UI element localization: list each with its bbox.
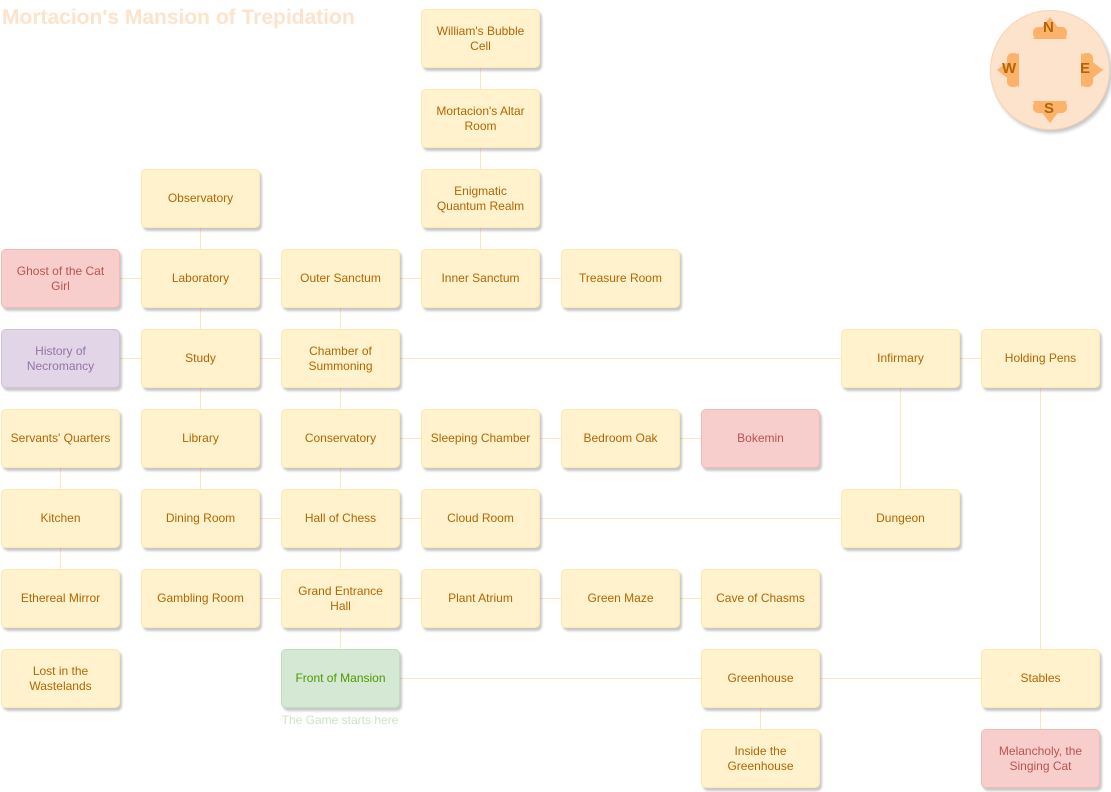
room-label: Greenhouse bbox=[727, 671, 794, 685]
room-label: Cloud Room bbox=[447, 511, 514, 525]
room-cloud-room[interactable]: Cloud Room bbox=[421, 489, 540, 548]
room-label: Treasure Room bbox=[579, 271, 662, 285]
room-outer-sanctum[interactable]: Outer Sanctum bbox=[281, 249, 400, 308]
room-quantum-realm[interactable]: Enigmatic Quantum Realm bbox=[421, 169, 540, 228]
room-label: Enigmatic Quantum Realm bbox=[436, 183, 525, 213]
room-kitchen[interactable]: Kitchen bbox=[1, 489, 120, 548]
compass-south-label: S bbox=[1044, 100, 1055, 117]
room-label: Front of Mansion bbox=[295, 671, 386, 685]
room-observatory[interactable]: Observatory bbox=[141, 169, 260, 228]
room-label: Holding Pens bbox=[1004, 351, 1077, 365]
room-label: Plant Atrium bbox=[448, 591, 513, 605]
room-label: Inner Sanctum bbox=[441, 271, 520, 285]
room-label: Dungeon bbox=[876, 511, 925, 525]
room-label: Infirmary bbox=[877, 351, 924, 365]
room-altar-room[interactable]: Mortacion's Altar Room bbox=[421, 89, 540, 148]
room-laboratory[interactable]: Laboratory bbox=[141, 249, 260, 308]
room-history-necromancy[interactable]: History of Necromancy bbox=[1, 329, 120, 388]
room-hall-chess[interactable]: Hall of Chess bbox=[281, 489, 400, 548]
room-label: Chamber of Summoning bbox=[308, 343, 373, 373]
room-label: Conservatory bbox=[304, 431, 377, 445]
compass-rose: N S E W bbox=[990, 10, 1110, 130]
room-label: Library bbox=[182, 431, 219, 445]
room-infirmary[interactable]: Infirmary bbox=[841, 329, 960, 388]
room-label: Servants' Quarters bbox=[10, 431, 111, 445]
room-label: Sleeping Chamber bbox=[430, 431, 531, 445]
room-label: History of Necromancy bbox=[26, 343, 95, 373]
room-label: William's Bubble Cell bbox=[436, 23, 525, 53]
room-chamber-summoning[interactable]: Chamber of Summoning bbox=[281, 329, 400, 388]
compass-arrows-icon bbox=[997, 17, 1103, 123]
room-label: Ghost of the Cat Girl bbox=[16, 263, 105, 293]
room-servants-quarters[interactable]: Servants' Quarters bbox=[1, 409, 120, 468]
room-holding-pens[interactable]: Holding Pens bbox=[981, 329, 1100, 388]
room-label: Cave of Chasms bbox=[716, 591, 805, 605]
room-plant-atrium[interactable]: Plant Atrium bbox=[421, 569, 540, 628]
room-inner-sanctum[interactable]: Inner Sanctum bbox=[421, 249, 540, 308]
room-label: Bokemin bbox=[737, 431, 784, 445]
room-label: Mortacion's Altar Room bbox=[436, 103, 525, 133]
room-label: Melancholy, the Singing Cat bbox=[998, 743, 1083, 773]
room-study[interactable]: Study bbox=[141, 329, 260, 388]
room-greenhouse[interactable]: Greenhouse bbox=[701, 649, 820, 708]
room-stables[interactable]: Stables bbox=[981, 649, 1100, 708]
room-label: Gambling Room bbox=[157, 591, 244, 605]
room-label: Observatory bbox=[167, 191, 234, 205]
room-conservatory[interactable]: Conservatory bbox=[281, 409, 400, 468]
room-inside-greenhouse[interactable]: Inside the Greenhouse bbox=[701, 729, 820, 788]
room-label: Lost in the Wastelands bbox=[29, 663, 92, 693]
room-melancholy[interactable]: Melancholy, the Singing Cat bbox=[981, 729, 1100, 788]
room-bubble-cell[interactable]: William's Bubble Cell bbox=[421, 9, 540, 68]
room-ghost-cat-girl[interactable]: Ghost of the Cat Girl bbox=[1, 249, 120, 308]
room-bedroom-oak[interactable]: Bedroom Oak bbox=[561, 409, 680, 468]
room-label: Green Maze bbox=[587, 591, 654, 605]
room-label: Hall of Chess bbox=[304, 511, 377, 525]
room-front-mansion[interactable]: Front of Mansion bbox=[281, 649, 400, 708]
room-label: Bedroom Oak bbox=[583, 431, 658, 445]
room-label: Stables bbox=[1020, 671, 1061, 685]
room-lost-wastelands[interactable]: Lost in the Wastelands bbox=[1, 649, 120, 708]
room-label: Inside the Greenhouse bbox=[727, 743, 794, 773]
room-library[interactable]: Library bbox=[141, 409, 260, 468]
room-label: Grand Entrance Hall bbox=[298, 583, 383, 613]
room-gambling-room[interactable]: Gambling Room bbox=[141, 569, 260, 628]
room-label: Laboratory bbox=[171, 271, 230, 285]
room-label: Outer Sanctum bbox=[300, 271, 381, 285]
room-ethereal-mirror[interactable]: Ethereal Mirror bbox=[1, 569, 120, 628]
room-label: Study bbox=[185, 351, 216, 365]
compass-west-label: W bbox=[1002, 60, 1017, 77]
room-grand-entrance[interactable]: Grand Entrance Hall bbox=[281, 569, 400, 628]
room-dining-room[interactable]: Dining Room bbox=[141, 489, 260, 548]
room-dungeon[interactable]: Dungeon bbox=[841, 489, 960, 548]
room-bokemin[interactable]: Bokemin bbox=[701, 409, 820, 468]
start-caption: The Game starts here bbox=[281, 713, 399, 727]
room-label: Ethereal Mirror bbox=[20, 591, 101, 605]
room-label: Kitchen bbox=[40, 511, 81, 525]
compass-east-label: E bbox=[1080, 60, 1091, 77]
room-cave-chasms[interactable]: Cave of Chasms bbox=[701, 569, 820, 628]
room-green-maze[interactable]: Green Maze bbox=[561, 569, 680, 628]
room-label: Dining Room bbox=[165, 511, 236, 525]
room-sleeping-chamber[interactable]: Sleeping Chamber bbox=[421, 409, 540, 468]
compass-north-label: N bbox=[1043, 19, 1054, 36]
room-treasure-room[interactable]: Treasure Room bbox=[561, 249, 680, 308]
map-title: Mortacion's Mansion of Trepidation bbox=[2, 6, 355, 29]
